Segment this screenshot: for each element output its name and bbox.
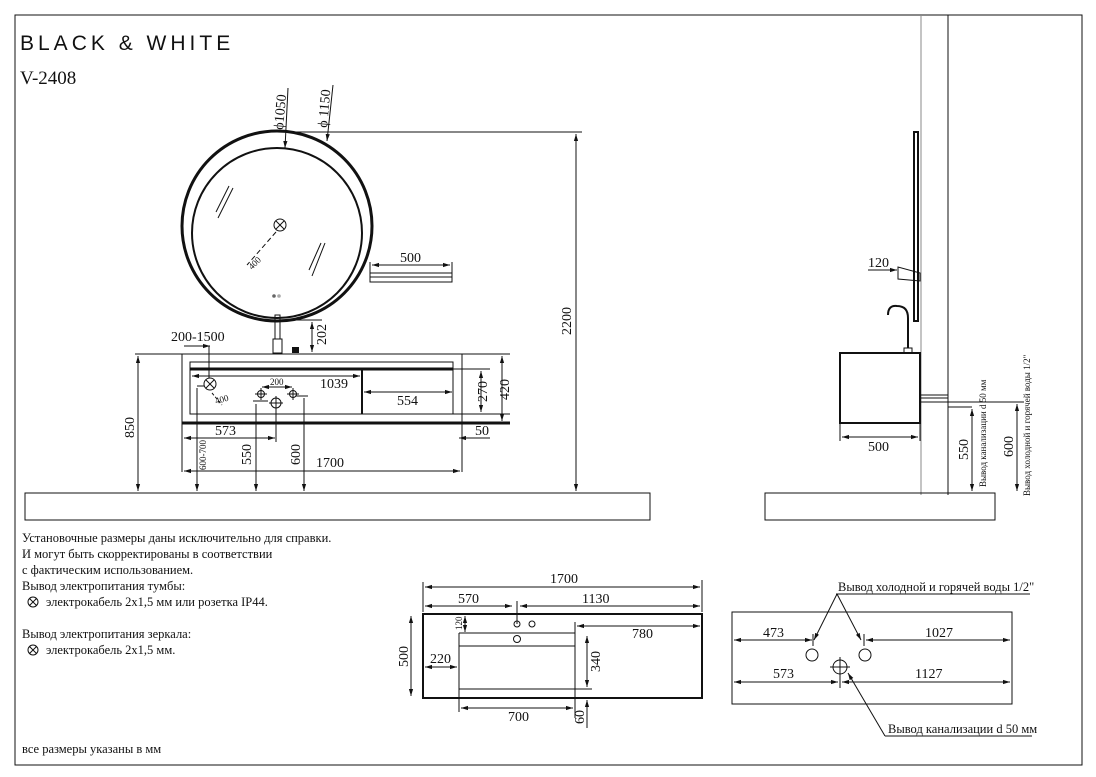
drawer-left-dim: 1039 xyxy=(320,377,348,392)
wall-drain-from-right: 1127 xyxy=(915,667,942,682)
side-view: 120 500 550 Вывод канализации d 50 мм 60… xyxy=(764,15,1032,521)
drain-plug xyxy=(292,347,299,353)
brand-logo: BLACK & WHITE xyxy=(20,32,234,55)
wall-plan-outline xyxy=(731,611,1013,705)
notes: Установочные размеры даны исключительно … xyxy=(22,531,331,756)
top-basin-width: 700 xyxy=(508,710,529,725)
floor-side xyxy=(764,492,996,521)
mirror-offset-dim: 200-1500 xyxy=(171,330,225,345)
front-view: 400 ϕ1050 ϕ 1150 2200 500 202 200-1 xyxy=(24,84,651,521)
mirror-reflection-marks xyxy=(215,185,326,277)
drain-height-dim: 550 xyxy=(240,444,255,465)
drawer-height-dim: 270 xyxy=(476,381,491,402)
top-right-part: 780 xyxy=(632,627,653,642)
shelf-width-dim: 500 xyxy=(400,251,421,266)
model-number: V-2408 xyxy=(20,68,76,89)
drain-hole xyxy=(513,635,521,643)
total-width-dim: 1700 xyxy=(316,456,344,471)
hot-water-outlet xyxy=(858,648,872,662)
cabinet-power-text: электрокабель 2х1,5 мм или розетка IP44. xyxy=(46,595,268,609)
socket-height-dim: 600-700 xyxy=(198,440,208,470)
cold-water-outlet xyxy=(805,648,819,662)
wall-drain-label: Вывод канализации d 50 мм xyxy=(888,722,1037,736)
top-tap-to-right: 1130 xyxy=(582,592,609,607)
cabinet-side xyxy=(839,352,921,424)
cabinet-power-outlet-icon xyxy=(203,377,217,391)
top-view: 1700 570 1130 120 780 500 220 340 700 60 xyxy=(397,572,703,728)
cabinet-from-floor-dim: 850 xyxy=(123,417,138,438)
cabinet-power-title: Вывод электропитания тумбы: xyxy=(22,579,185,593)
top-front-gap: 60 xyxy=(573,710,588,724)
floor xyxy=(24,492,651,521)
countertop-top xyxy=(422,613,703,699)
mirror-outer-ring xyxy=(180,129,374,323)
wall-drain-from-left: 573 xyxy=(773,667,794,682)
drain-outlet-icon xyxy=(269,396,283,442)
top-tap-offset: 120 xyxy=(454,616,464,630)
outlet-symbol-icon xyxy=(27,596,39,608)
drain-from-left-dim: 573 xyxy=(215,424,236,439)
side-water-label: Вывод холодной и горячей воды 1/2" xyxy=(1022,354,1032,496)
mirror-outer-diameter: ϕ 1150 xyxy=(316,89,334,129)
top-left-to-tap: 570 xyxy=(458,592,479,607)
outlet-symbol-icon xyxy=(27,644,39,656)
cabinet-height-dim: 420 xyxy=(498,379,513,400)
wall-plan: Вывод холодной и горячей воды 1/2" 473 1… xyxy=(731,580,1037,737)
height-total-dim: 2200 xyxy=(560,307,575,335)
note-line-3: с фактическим использованием. xyxy=(22,563,193,577)
tap-spacing-dim: 200 xyxy=(270,377,284,387)
top-basin-depth: 340 xyxy=(589,651,604,672)
mirror-inner-diameter: ϕ1050 xyxy=(272,94,290,131)
touch-sensor-icon xyxy=(272,294,276,298)
cabinet-front xyxy=(189,361,454,415)
water-inlet-icons xyxy=(255,388,299,400)
units-note: все размеры указаны в мм xyxy=(22,742,161,756)
cabinet-depth-dim: 500 xyxy=(868,440,889,455)
drawing-frame xyxy=(14,14,1083,766)
drawer-right-dim: 554 xyxy=(397,394,418,409)
side-drain-height-dim: 550 xyxy=(957,439,972,460)
socket-radius: 400 xyxy=(214,393,230,406)
mirror-side xyxy=(913,131,919,322)
wall-water-label: Вывод холодной и горячей воды 1/2" xyxy=(838,580,1034,594)
mirror-power-text: электрокабель 2х1,5 мм. xyxy=(46,643,175,657)
note-line-2: И могут быть скорректированы в соответст… xyxy=(22,547,273,561)
top-basin-left: 220 xyxy=(430,652,451,667)
mirror-shelf-depth-dim: 120 xyxy=(868,256,889,271)
top-depth: 500 xyxy=(397,646,412,667)
wall-cold-from-left: 473 xyxy=(763,626,784,641)
mirror-power-outlet-icon xyxy=(273,218,287,232)
faucet-gap-dim: 202 xyxy=(315,324,330,345)
mirror-shelf-side xyxy=(897,266,921,282)
top-total-width: 1700 xyxy=(550,572,578,587)
side-gap-dim: 50 xyxy=(475,424,489,439)
mirror-socket-radius: 400 xyxy=(246,254,263,271)
water-height-dim: 600 xyxy=(289,444,304,465)
mirror-inner-glass xyxy=(191,147,363,319)
faucet-side xyxy=(887,304,909,348)
note-line-1: Установочные размеры даны исключительно … xyxy=(22,531,331,545)
drain-outlet-icon xyxy=(830,657,850,688)
side-water-height-dim: 600 xyxy=(1002,436,1017,457)
mirror-power-title: Вывод электропитания зеркала: xyxy=(22,627,191,641)
wall-hot-from-right: 1027 xyxy=(925,626,953,641)
tap-hole xyxy=(513,620,521,628)
side-drain-label: Вывод канализации d 50 мм xyxy=(978,379,988,487)
